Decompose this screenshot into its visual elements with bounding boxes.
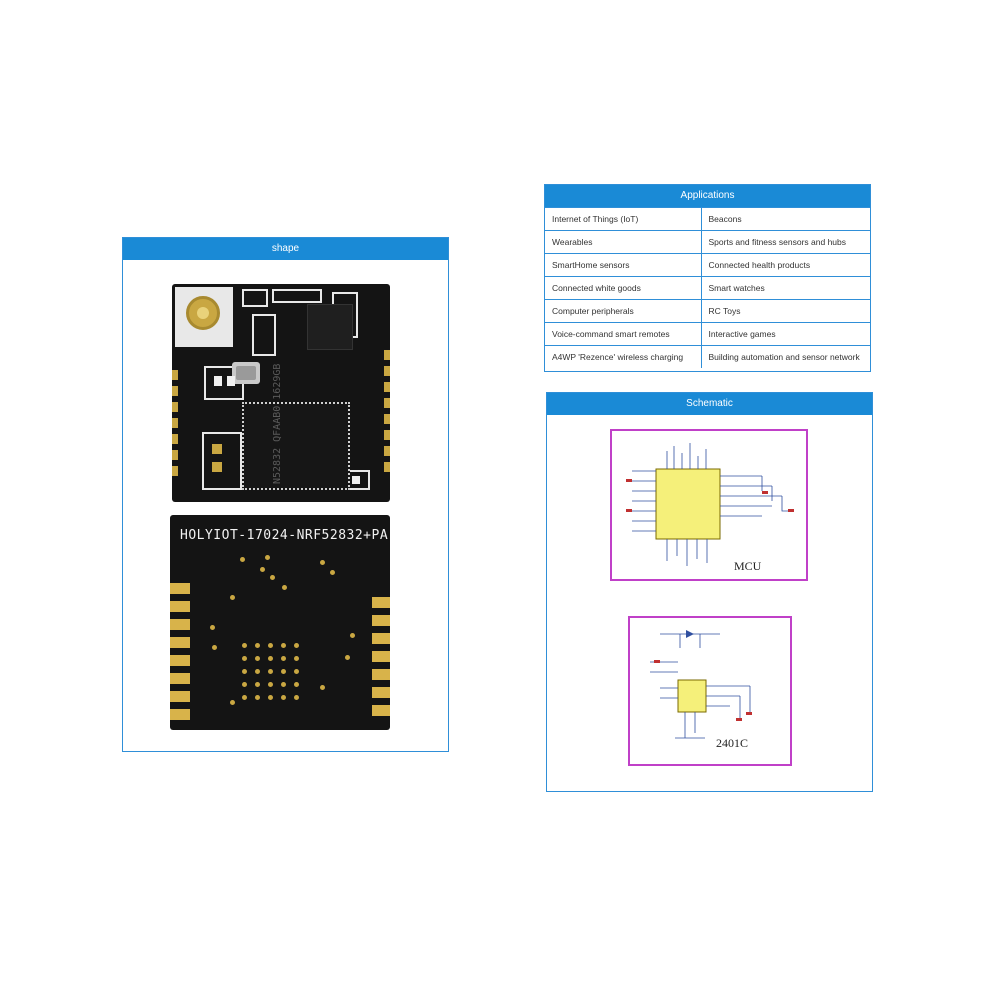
- via: [242, 669, 247, 674]
- via: [265, 555, 270, 560]
- via: [294, 656, 299, 661]
- table-row: Internet of Things (IoT)Beacons: [545, 207, 870, 231]
- via: [255, 695, 260, 700]
- applications-title: Applications: [545, 185, 870, 207]
- via: [268, 669, 273, 674]
- via: [242, 656, 247, 661]
- via: [320, 560, 325, 565]
- via: [268, 682, 273, 687]
- via: [240, 557, 245, 562]
- via: [345, 655, 350, 660]
- via: [268, 656, 273, 661]
- pa-schematic-drawing: [650, 630, 752, 739]
- applications-panel: Applications Internet of Things (IoT)Bea…: [544, 184, 871, 372]
- via: [242, 682, 247, 687]
- via: [230, 595, 235, 600]
- via: [242, 695, 247, 700]
- pa-label: 2401C: [716, 736, 749, 750]
- via: [260, 567, 265, 572]
- shape-panel-title: shape: [123, 238, 448, 260]
- via: [294, 643, 299, 648]
- via: [282, 585, 287, 590]
- mcu-schematic: MCU: [610, 429, 808, 581]
- pa-schematic: 2401C: [628, 616, 792, 766]
- shape-panel: shape N52832 QFAAB0 1629GB: [122, 237, 449, 752]
- via: [255, 656, 260, 661]
- via: [294, 682, 299, 687]
- mcu-label: MCU: [734, 559, 762, 573]
- via: [281, 695, 286, 700]
- module-top-photo: N52832 QFAAB0 1629GB: [172, 284, 390, 502]
- via: [255, 682, 260, 687]
- via: [281, 656, 286, 661]
- via: [210, 625, 215, 630]
- mcu-schematic-drawing: [626, 443, 794, 566]
- via: [330, 570, 335, 575]
- via: [281, 643, 286, 648]
- schematic-panel: Schematic MCU: [546, 392, 873, 792]
- via: [230, 700, 235, 705]
- via: [268, 643, 273, 648]
- via: [212, 645, 217, 650]
- via: [294, 669, 299, 674]
- nrf52832-chip: [242, 402, 350, 490]
- chip-marking: N52832 QFAAB0 1629GB: [272, 363, 283, 484]
- via: [294, 695, 299, 700]
- via: [255, 643, 260, 648]
- via: [255, 669, 260, 674]
- via: [242, 643, 247, 648]
- board-label: HOLYIOT-17024-NRF52832+PA: [180, 528, 389, 543]
- via: [268, 695, 273, 700]
- via: [281, 682, 286, 687]
- module-bottom-photo: HOLYIOT-17024-NRF52832+PA: [170, 515, 390, 730]
- schematic-title: Schematic: [547, 393, 872, 415]
- via: [320, 685, 325, 690]
- via: [350, 633, 355, 638]
- via: [281, 669, 286, 674]
- applications-table: Internet of Things (IoT)Beacons Wearable…: [545, 207, 870, 368]
- via: [270, 575, 275, 580]
